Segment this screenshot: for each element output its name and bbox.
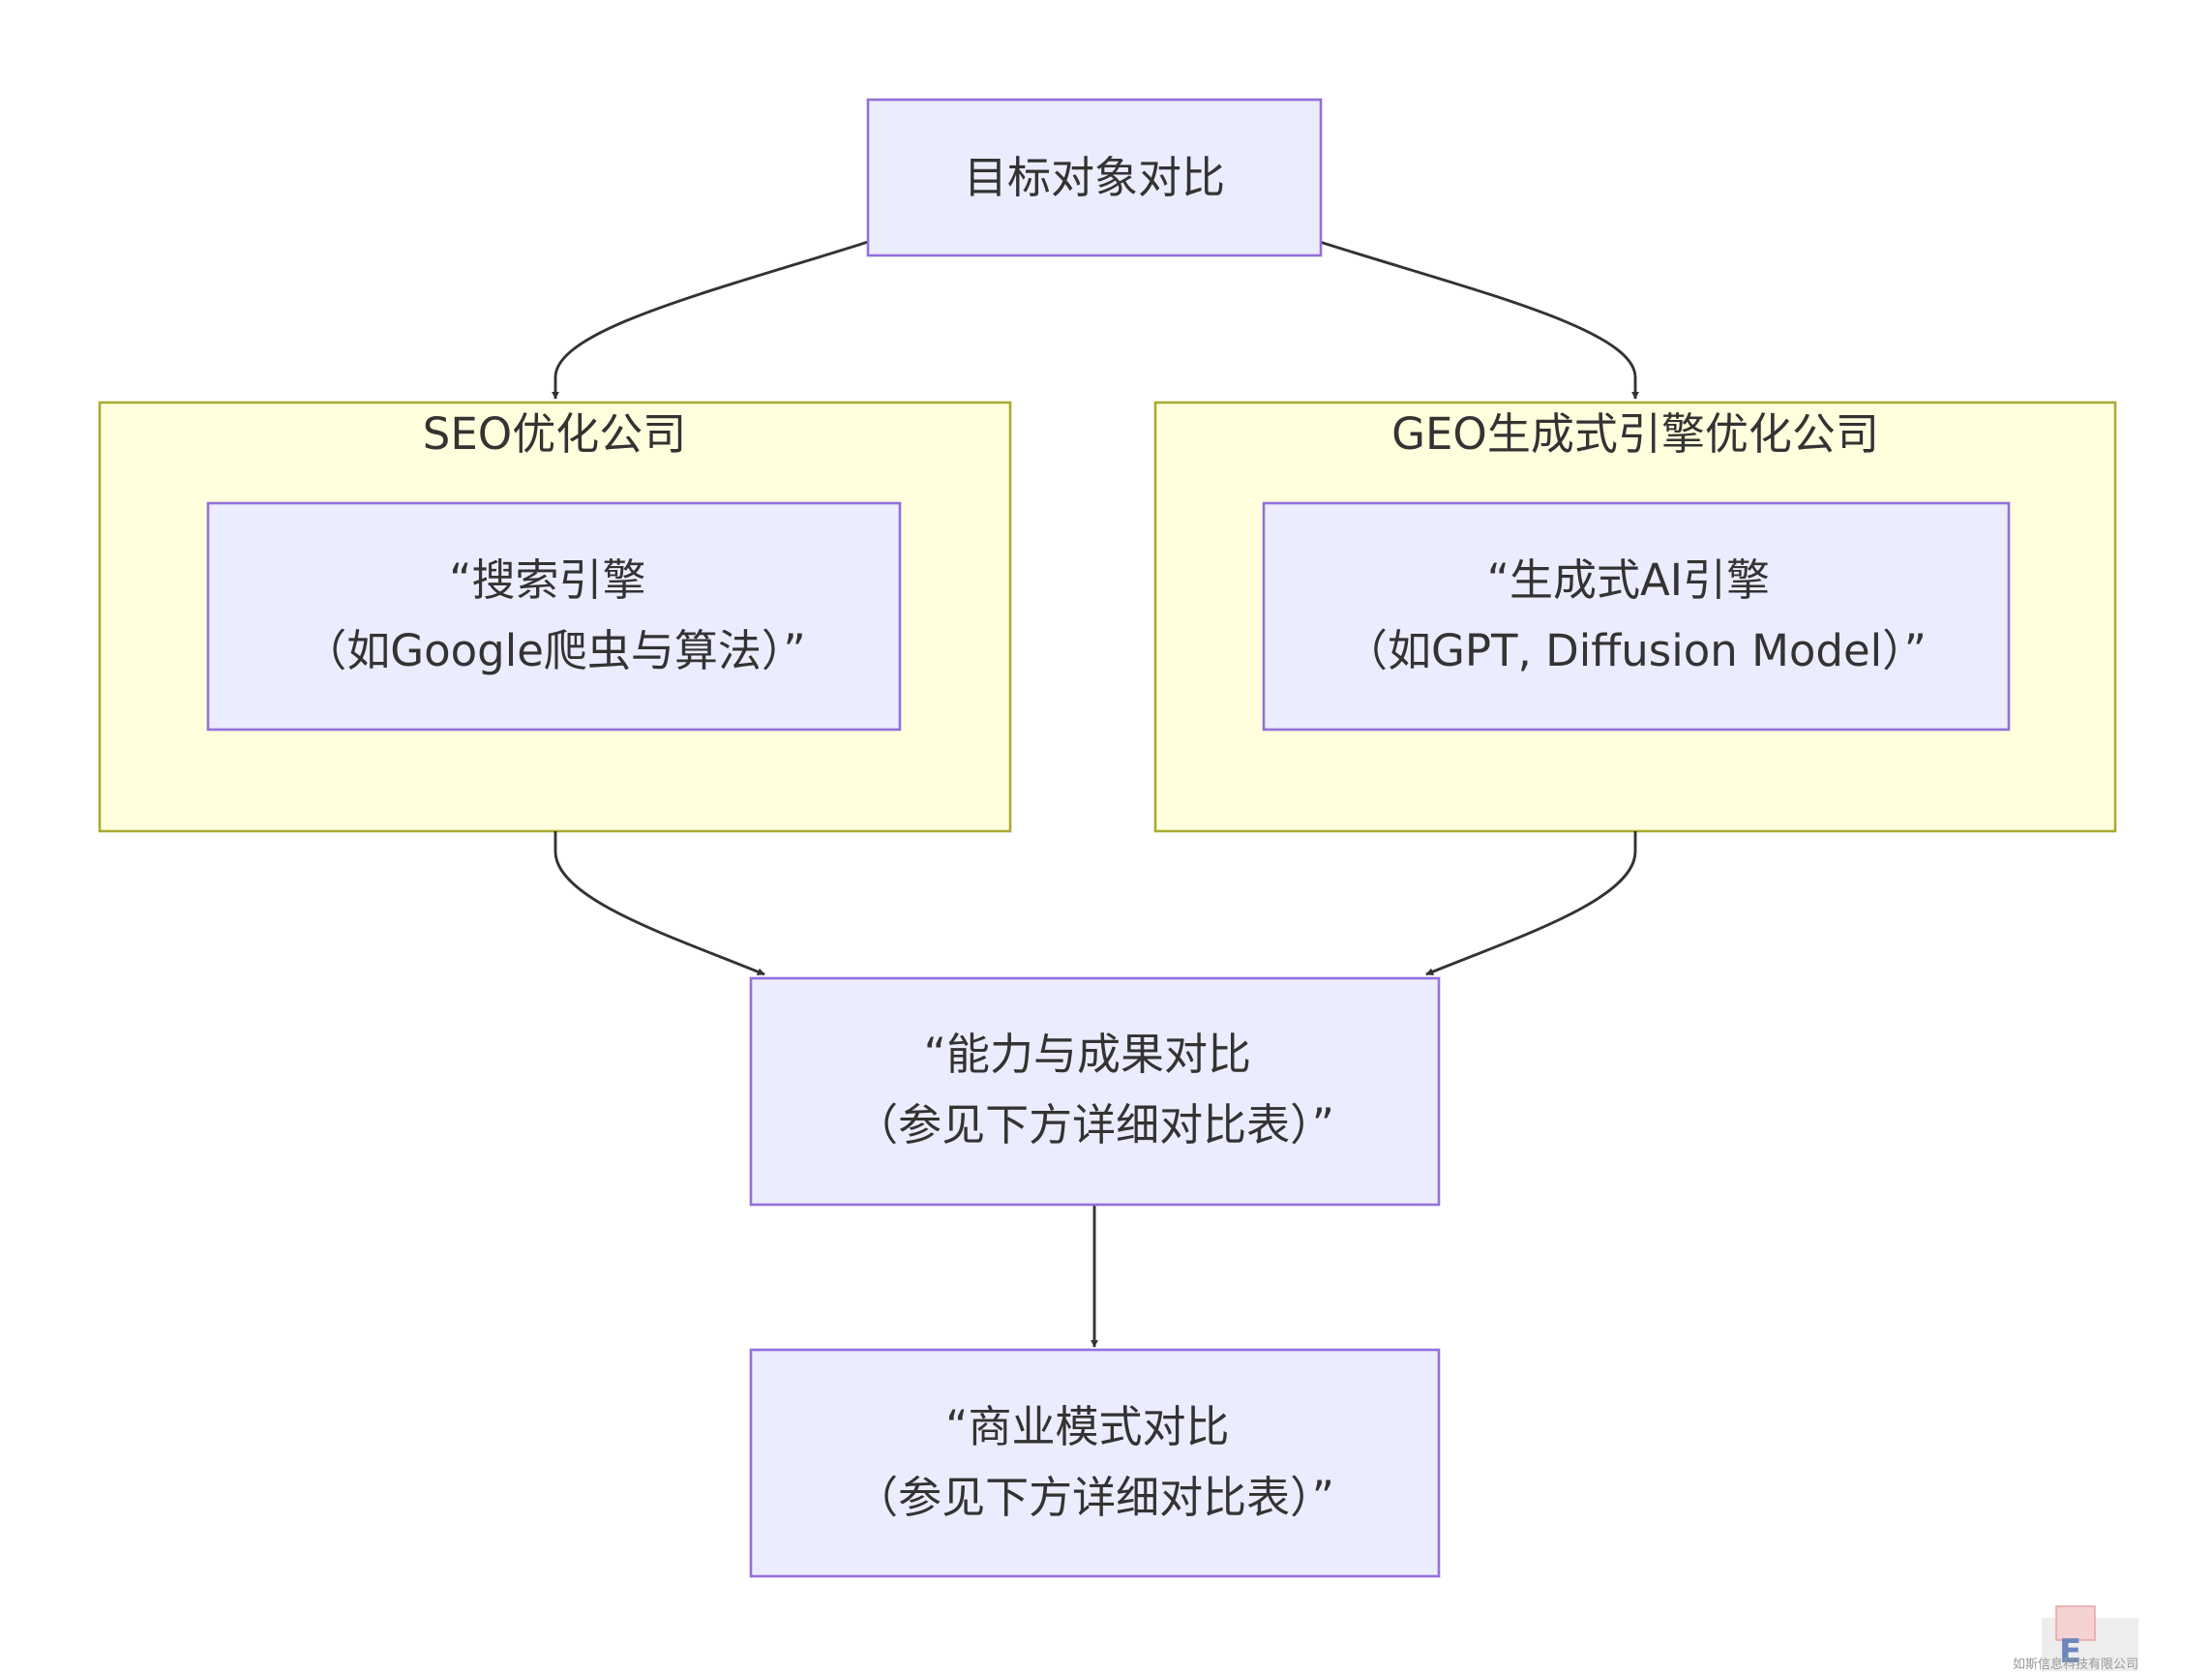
node-gen-ai-engine-line-1: “生成式AI引擎 — [1487, 554, 1770, 606]
node-search-engine-line-2: （如Google爬虫与算法）” — [303, 625, 806, 676]
svg-text:“搜索引擎 （如Google爬虫与算法）”: “搜索引擎 （如Google爬虫与算法）” — [303, 554, 806, 676]
svg-text:“能力与成果对比 （参见下方详细对比表）”: “能力与成果对比 （参见下方详细对比表）” — [854, 1029, 1334, 1150]
node-capability: “能力与成果对比 （参见下方详细对比表）” — [749, 976, 1441, 1207]
edge-target-to-seo — [552, 240, 869, 400]
edge-seo-to-capability — [553, 831, 765, 976]
node-business: “商业模式对比 （参见下方详细对比表）” — [749, 1348, 1441, 1578]
svg-text:目标对象对比: 目标对象对比 — [964, 152, 1225, 203]
node-target: 目标对象对比 — [866, 98, 1323, 257]
node-business-line-2: （参见下方详细对比表）” — [854, 1472, 1334, 1523]
watermark-caption: 如斯信息科技有限公司 — [2013, 1657, 2138, 1672]
edge-target-to-geo — [1319, 240, 1639, 400]
node-search-engine-line-1: “搜索引擎 — [449, 554, 645, 606]
node-business-line-1: “商业模式对比 — [945, 1401, 1229, 1452]
edge-geo-to-capability — [1425, 831, 1637, 976]
watermark-logo: E 如斯信息科技有限公司 — [2013, 1605, 2138, 1672]
cluster-geo-label: GEO生成式引擎优化公司 — [1391, 408, 1879, 460]
watermark-letter: E — [2059, 1632, 2081, 1671]
svg-text:“生成式AI引擎 （如GPT, Diffusio: “生成式AI引擎 （如GPT, Diffusion Model）” — [1344, 554, 1927, 676]
cluster-seo-label: SEO优化公司 — [423, 408, 686, 460]
node-target-line-1: 目标对象对比 — [964, 152, 1225, 203]
node-gen-ai-engine: “生成式AI引擎 （如GPT, Diffusion Model）” — [1262, 501, 2011, 732]
svg-text:“商业模式对比 （参见下方详细对比表）”: “商业模式对比 （参见下方详细对比表）” — [854, 1401, 1334, 1523]
node-capability-line-1: “能力与成果对比 — [924, 1029, 1251, 1080]
node-gen-ai-engine-line-2: （如GPT, Diffusion Model）” — [1344, 625, 1927, 676]
node-search-engine: “搜索引擎 （如Google爬虫与算法）” — [206, 501, 902, 732]
node-capability-line-2: （参见下方详细对比表）” — [854, 1099, 1334, 1150]
